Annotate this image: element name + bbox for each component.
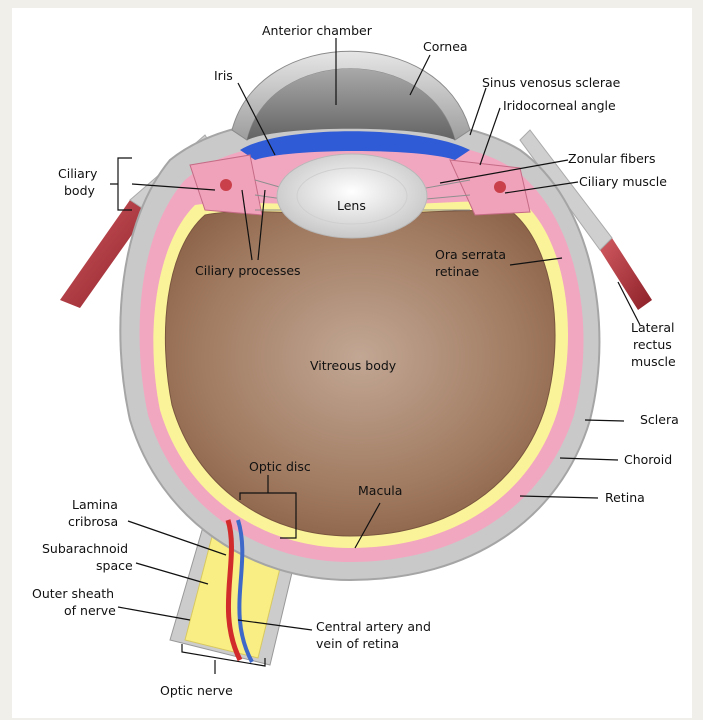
- label-ciliary-processes: Ciliary processes: [195, 263, 301, 278]
- label-optic-nerve: Optic nerve: [160, 683, 233, 698]
- label-ora-serrata-2: retinae: [435, 264, 480, 279]
- label-central-artery-1: Central artery and: [316, 619, 431, 634]
- label-subarachnoid-2: space: [96, 558, 133, 573]
- label-lateral-rectus-1: Lateral: [631, 320, 675, 335]
- label-ora-serrata-1: Ora serrata: [435, 247, 506, 262]
- label-lamina-cribrosa-2: cribrosa: [68, 514, 118, 529]
- label-ciliary-body-2: body: [64, 183, 96, 198]
- label-ciliary-muscle: Ciliary muscle: [579, 174, 667, 189]
- label-outer-sheath-1: Outer sheath: [32, 586, 114, 601]
- label-lateral-rectus-3: muscle: [631, 354, 676, 369]
- label-vitreous-body: Vitreous body: [310, 358, 397, 373]
- label-iridocorneal-angle: Iridocorneal angle: [503, 98, 616, 113]
- label-sinus-venosus: Sinus venosus sclerae: [482, 75, 621, 90]
- label-ciliary-body-1: Ciliary: [58, 166, 98, 181]
- label-lateral-rectus-2: rectus: [633, 337, 672, 352]
- label-anterior-chamber: Anterior chamber: [262, 23, 373, 38]
- label-iris: Iris: [214, 68, 233, 83]
- label-choroid: Choroid: [624, 452, 672, 467]
- label-central-artery-2: vein of retina: [316, 636, 399, 651]
- label-sclera: Sclera: [640, 412, 679, 427]
- lens: [277, 154, 427, 238]
- label-zonular-fibers: Zonular fibers: [568, 151, 655, 166]
- label-subarachnoid-1: Subarachnoid: [42, 541, 128, 556]
- label-retina: Retina: [605, 490, 645, 505]
- label-optic-disc: Optic disc: [249, 459, 311, 474]
- label-cornea: Cornea: [423, 39, 468, 54]
- label-lens: Lens: [337, 198, 366, 213]
- label-macula: Macula: [358, 483, 402, 498]
- lateral-rectus-muscle: [600, 238, 652, 310]
- ciliary-vessel: [494, 181, 506, 193]
- label-lamina-cribrosa-1: Lamina: [72, 497, 118, 512]
- ciliary-vessel: [220, 179, 232, 191]
- label-outer-sheath-2: of nerve: [64, 603, 116, 618]
